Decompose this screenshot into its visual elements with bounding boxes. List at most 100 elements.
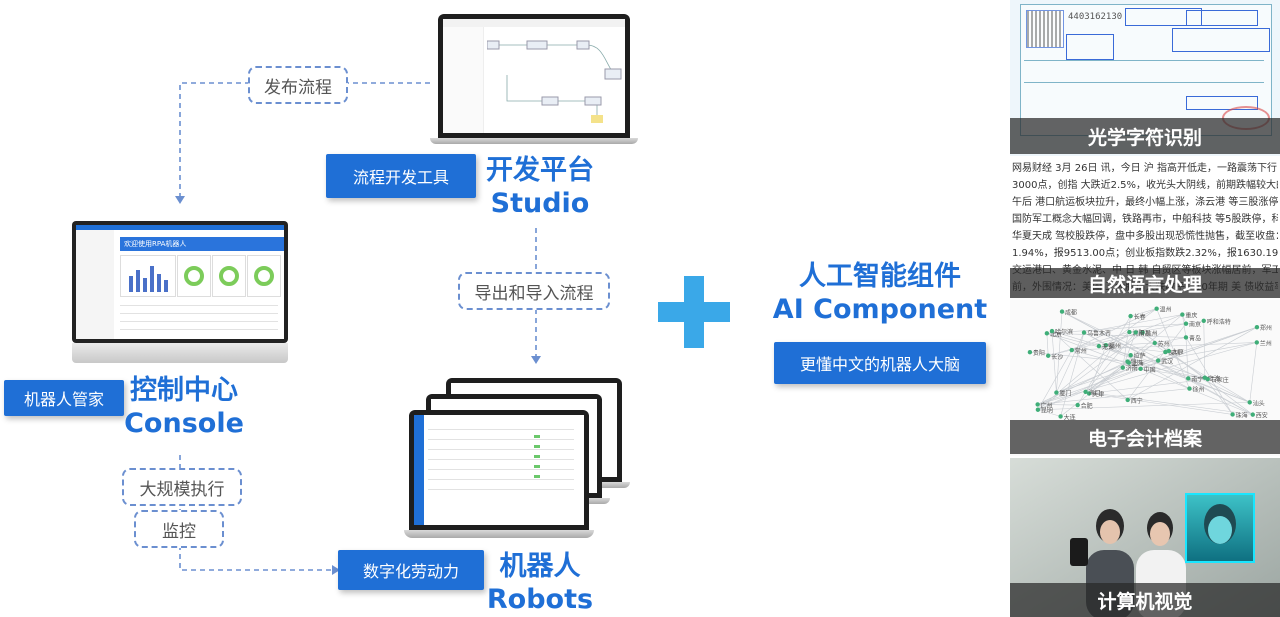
graph-edge <box>1185 337 1189 379</box>
graph-edge <box>1037 409 1061 417</box>
graph-node <box>1120 365 1126 370</box>
panel-caption-accounting: 电子会计档案 <box>1010 420 1280 454</box>
graph-edge <box>1142 332 1253 415</box>
graph-node-label: 广州 <box>1041 401 1053 409</box>
nlp-text-line: 网易财经 3月 26日 讯，今日 沪 指高开低走，一路震荡下行，午后跌幅进一步扩… <box>1012 163 1278 174</box>
robots-title-cn: 机器人 <box>499 551 581 582</box>
console-screen: 欢迎使用RPA机器人 <box>76 225 284 339</box>
graph-edge <box>1029 351 1128 362</box>
graph-node-label: 苏州 <box>1158 340 1170 348</box>
graph-edge <box>1135 320 1204 333</box>
graph-edge <box>1122 316 1131 368</box>
graph-node <box>1127 329 1132 335</box>
graph-edge <box>1204 377 1233 415</box>
graph-edge <box>1105 344 1166 353</box>
graph-node-label: 青岛 <box>1189 334 1201 342</box>
graph-node <box>1152 340 1157 346</box>
nlp-text-line: 1.94%，报9513.00点；创业板指数跌2.32%，报1630.19点，板块… <box>1012 248 1278 259</box>
graph-node-label: 昆明 <box>1041 408 1053 415</box>
graph-node-label: 徐州 <box>1192 386 1204 394</box>
studio-screen <box>443 19 625 133</box>
graph-node <box>1155 358 1161 363</box>
qr-code-icon <box>1026 10 1064 48</box>
graph-node-label: 武汉 <box>1161 358 1173 366</box>
graph-node <box>1128 313 1133 319</box>
graph-node-label: 海口 <box>1089 389 1101 397</box>
graph-node-label: 贵阳 <box>1033 349 1045 357</box>
graph-edge <box>1085 391 1253 415</box>
graph-node-label: 南宁 <box>1191 375 1203 383</box>
graph-node <box>1083 389 1088 395</box>
graph-edge <box>1158 342 1257 361</box>
graph-node <box>1230 412 1235 417</box>
graph-node <box>1128 353 1133 358</box>
graph-node <box>1202 375 1208 380</box>
graph-node <box>1254 340 1259 345</box>
ai-title-en: AI Component <box>772 294 988 325</box>
graph-node-label: 北京 <box>1050 330 1062 338</box>
graph-node <box>1103 343 1109 348</box>
ocr-panel: 4403162130 光学字符识别 <box>1010 0 1280 156</box>
graph-edge <box>1203 320 1206 378</box>
console-title-cn: 控制中心 <box>130 375 238 406</box>
graph-node <box>1035 402 1040 407</box>
graph-node-label: 长春 <box>1134 313 1146 321</box>
nlp-text-line: 3000点，创指 大跌近2.5%，收光头大阴线，前期跌幅较大的稀土、养鸡板块逆势… <box>1012 180 1278 191</box>
robot-screen <box>414 415 584 525</box>
graph-node-label: 南昌 <box>1139 329 1151 337</box>
graph-node-label: 呼和浩特 <box>1207 318 1231 326</box>
graph-edge <box>1060 362 1129 417</box>
robots-tag: 数字化劳动力 <box>338 550 484 590</box>
graph-node-label: 拉萨 <box>1134 352 1146 360</box>
graph-edge <box>1037 349 1073 410</box>
console-tag: 机器人管家 <box>4 380 124 416</box>
graph-node-label: 珠海 <box>1236 411 1248 419</box>
graph-edge <box>1156 308 1190 389</box>
graph-edge <box>1130 308 1157 317</box>
graph-edge <box>1105 314 1183 346</box>
graph-edge <box>1089 378 1208 394</box>
graph-edge <box>1140 326 1258 370</box>
graph-node-label: 厦门 <box>1059 390 1071 398</box>
graph-node <box>1035 407 1041 412</box>
graph-node <box>1059 309 1065 314</box>
graph-edge <box>1046 333 1049 356</box>
monitor-label: 监控 <box>134 510 224 548</box>
graph-edge <box>1060 332 1085 417</box>
console-bar-chart <box>129 266 168 292</box>
graph-edge <box>1037 388 1190 405</box>
graph-edge <box>1105 308 1157 346</box>
graph-node <box>1138 366 1143 372</box>
robots-title-en: Robots <box>486 584 594 615</box>
graph-node <box>1247 400 1252 405</box>
studio-flowchart <box>487 40 622 123</box>
graph-edge <box>1037 404 1078 406</box>
graph-node <box>1140 330 1145 335</box>
graph-edge <box>1046 333 1186 338</box>
ai-tag: 更懂中文的机器人大脑 <box>774 342 986 384</box>
panel-caption-vision: 计算机视觉 <box>1010 583 1280 617</box>
graph-edge <box>1051 331 1057 393</box>
graph-edge <box>1048 332 1143 357</box>
console-donut-2 <box>219 266 239 286</box>
graph-node <box>1250 412 1255 417</box>
graph-edge <box>1185 337 1233 415</box>
graph-edge <box>1051 330 1128 401</box>
graph-node-label: 常州 <box>1075 347 1087 355</box>
graph-edge <box>1135 332 1166 353</box>
graph-node-label: 汕头 <box>1253 399 1265 407</box>
large-scale-execution-label: 大规模执行 <box>122 468 242 506</box>
graph-edge <box>1051 330 1131 356</box>
graph-node-label: 中国 <box>1144 366 1156 374</box>
graph-node-label: 重庆 <box>1185 312 1197 320</box>
graph-edge <box>1140 368 1253 415</box>
graph-node-label: 西安 <box>1256 412 1268 420</box>
graph-edge <box>1098 345 1250 403</box>
graph-edge <box>1037 342 1257 405</box>
publish-flow-label: 发布流程 <box>248 66 348 104</box>
graph-edge <box>1071 308 1157 351</box>
graph-node-label: 无锡 <box>1102 343 1114 351</box>
panel-caption-ocr: 光学字符识别 <box>1010 118 1280 154</box>
export-import-flow-label: 导出和导入流程 <box>458 272 610 310</box>
console-donut-3 <box>254 266 274 286</box>
